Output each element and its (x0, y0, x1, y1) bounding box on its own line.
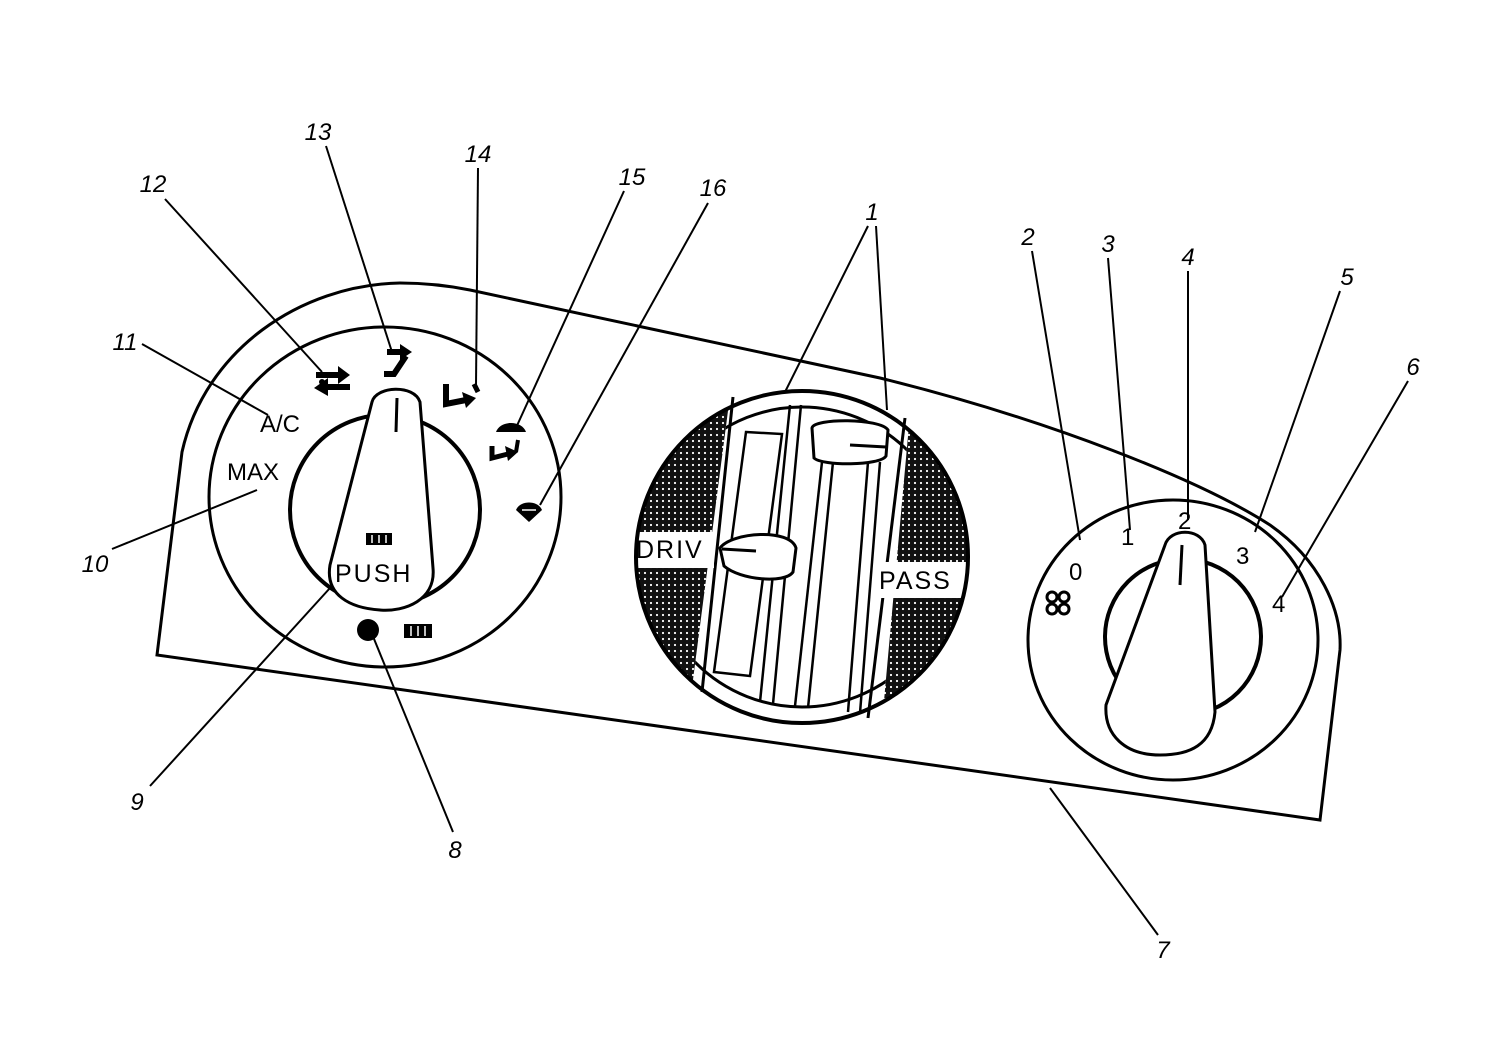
defrost-floor-icon (489, 423, 526, 462)
driver-slot-frame (712, 430, 784, 678)
slot-line (806, 461, 835, 709)
driver-label-bg (632, 532, 714, 568)
callout-13: 13 (305, 119, 332, 146)
leader-line-16 (539, 202, 709, 506)
slider-panel (688, 392, 912, 722)
fan-dial-ring (1026, 498, 1320, 782)
push-label: PUSH (335, 560, 412, 588)
leader-lines (111, 145, 1409, 936)
leader-line-10 (111, 489, 258, 550)
callout-15: 15 (619, 164, 646, 191)
callout-10: 10 (82, 551, 109, 578)
floor-icon (443, 382, 481, 408)
driver-slider-knob (718, 533, 798, 581)
fan-speed-3: 3 (1236, 543, 1249, 570)
callout-5: 5 (1340, 264, 1354, 291)
rear-defrost-icon (404, 624, 432, 638)
leader-line-7 (1049, 787, 1159, 936)
fan-knob-indicator (1178, 544, 1184, 586)
fan-speed-2: 2 (1178, 508, 1191, 535)
slot-line (858, 461, 882, 714)
fan-knob-pointer (1104, 530, 1217, 757)
passenger-label: PASS (879, 567, 952, 595)
callout-12: 12 (140, 171, 167, 198)
leader-line-14 (475, 167, 479, 386)
callout-3: 3 (1101, 231, 1115, 258)
vent-icon (314, 366, 350, 396)
leader-line-6 (1281, 380, 1409, 598)
callout-8: 8 (448, 837, 462, 864)
mode-dial: A/C MAX PUSH (207, 325, 563, 669)
leader-line-8 (371, 633, 454, 833)
leader-line-1a (784, 225, 869, 393)
callout-14: 14 (465, 141, 492, 168)
ac-label: A/C (260, 411, 300, 438)
callout-16: 16 (700, 175, 727, 202)
fan-speed-1: 1 (1121, 524, 1134, 551)
leader-line-9 (149, 587, 331, 787)
slot-line (793, 461, 824, 707)
leader-line-13 (325, 145, 393, 353)
leader-line-1b (875, 225, 888, 411)
mode-knob-pointer (327, 387, 435, 612)
leader-line-15 (514, 190, 625, 431)
fan-speed-4: 4 (1272, 591, 1285, 618)
leader-line-3 (1107, 257, 1131, 531)
callout-4: 4 (1181, 244, 1194, 271)
fan-speed-0: 0 (1069, 559, 1082, 586)
slider-panel-left-edge (700, 396, 735, 693)
driver-label: DRIV (636, 536, 704, 564)
temperature-slider-dial: DRIV PASS (632, 389, 970, 725)
bi-level-icon (384, 344, 412, 377)
mode-knob-indicator (394, 397, 399, 433)
callout-11: 11 (113, 329, 138, 356)
callout-1: 1 (865, 199, 878, 226)
defrost-icon (516, 502, 542, 522)
passenger-label-bg (876, 562, 966, 598)
leader-line-11 (141, 343, 269, 416)
passenger-slider-knob (810, 419, 890, 466)
max-label: MAX (227, 459, 279, 486)
callout-9: 9 (130, 789, 143, 816)
callout-numbers: 1 2 3 4 5 6 7 8 9 10 11 12 13 14 15 16 (82, 119, 1421, 964)
callout-6: 6 (1406, 354, 1420, 381)
panel-outline (155, 281, 1342, 822)
temperature-dial-ring (634, 389, 970, 725)
callout-7: 7 (1156, 937, 1171, 964)
indicator-light (357, 619, 379, 641)
slot-line (846, 461, 870, 713)
leader-line-12 (164, 198, 323, 373)
leader-line-5 (1254, 290, 1341, 533)
callout-2: 2 (1020, 224, 1034, 251)
fan-icon (1045, 590, 1071, 616)
fan-speed-dial: 0 1 2 3 4 (1026, 498, 1320, 782)
leader-line-2 (1031, 250, 1081, 541)
push-defrost-icon (366, 533, 392, 545)
